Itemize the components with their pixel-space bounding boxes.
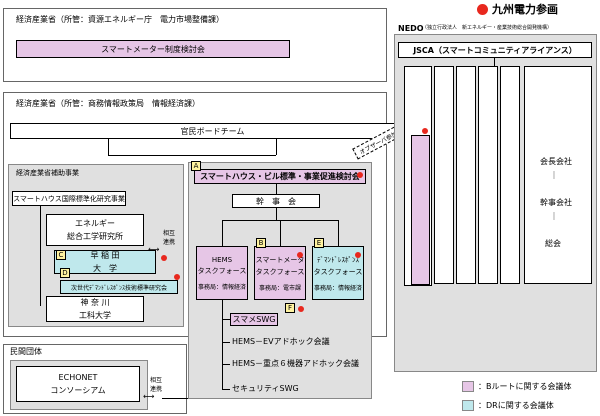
swg-connector [222, 342, 230, 343]
participation-dot [174, 274, 180, 280]
participation-dot [161, 255, 167, 261]
participation-dot [357, 172, 363, 178]
waseda-university: 早 稲 田 大 学 [54, 250, 156, 274]
smartmeter-tf-line2: タスクフォース [255, 267, 305, 276]
meti-energy-header: 経済産業省（所管：資源エネルギー庁 電力市場整備課） [16, 15, 224, 24]
legend-b-route-swatch [462, 381, 474, 392]
general-meeting: 総会 [545, 239, 561, 248]
meti-commerce-header: 経済産業省（所管：商務情報政策局 情報経済課） [16, 99, 200, 108]
committee-connector [338, 220, 339, 246]
legend-participation: 九州電力参画 [492, 3, 558, 16]
jsca-connector [494, 58, 495, 66]
legend-dr: ：DRに関する会議体 [478, 401, 554, 410]
tag-d: D [60, 268, 70, 278]
nedo-bar-2 [434, 66, 454, 284]
dash-2: ｜ [550, 212, 558, 221]
tag-a: A [191, 161, 201, 171]
nedo-bar-5 [500, 66, 520, 284]
participation-dot [298, 306, 304, 312]
smartmeter-tf-office: 事務局：電市課 [258, 284, 301, 292]
mutual-left-line2: 連携 [163, 239, 176, 246]
echonet-connector [162, 398, 188, 399]
kanagawa-line2: 工科大学 [79, 311, 111, 320]
swg-connector [222, 364, 230, 365]
bidirectional-arrow-icon: ⟷ [148, 245, 160, 254]
nedo-bar-3 [456, 66, 476, 284]
legend-dr-swatch [462, 400, 474, 411]
swg-connector [222, 319, 230, 320]
dr-tf-line1: ﾃﾞﾏﾝﾄﾞﾚｽﾎﾟﾝｽ [317, 255, 359, 264]
committee-connector [222, 220, 223, 390]
main-committee-title: スマートハウス・ビル標準・事業促進検討会 [194, 169, 366, 184]
hems-tf-office: 事務局：情報経済 [197, 283, 246, 291]
smart-meter-meeting: スマートメーター制度検討会 [16, 40, 290, 58]
dr-tf-office: 事務局：情報経済 [313, 284, 362, 292]
swg-security: セキュリティSWG [232, 384, 299, 393]
private-header: 民間団体 [10, 347, 42, 356]
nedo-header-sub: （独立行政法人 新エネルギー・産業技術総合開発機構） [422, 25, 553, 31]
tag-e: E [314, 238, 324, 248]
tag-c: C [56, 250, 66, 260]
board-team: 官民ボードチーム [10, 123, 415, 139]
legend-participation-dot [477, 4, 488, 15]
dr-tf-line2: タスクフォース [313, 267, 363, 276]
smarthouse-research: スマートハウス国際標準化研究事業 [12, 191, 126, 206]
tag-b: B [256, 238, 266, 248]
swg-hems-ev: HEMS－EVアドホック会議 [232, 337, 330, 346]
mutual-bottom-line2: 連携 [150, 386, 163, 393]
nedo-members-box [524, 66, 592, 284]
hems-tf-line2: タスクフォース [197, 266, 247, 275]
echonet-line1: ECHONET [58, 372, 98, 382]
tag-f: F [285, 303, 295, 313]
dash-1: ｜ [550, 171, 558, 180]
committee-connector [276, 184, 277, 194]
dr-research-group: 次世代ﾃﾞﾏﾝﾄﾞﾚｽﾎﾟﾝｽ技術標準研究会 [60, 280, 178, 294]
participation-dot [422, 128, 428, 134]
echonet-consortium: ECHONET コンソーシアム [16, 366, 140, 402]
nedo-header-main: NEDO [398, 24, 424, 33]
energy-institute-line2: 総合工学研究所 [67, 232, 123, 241]
executive-company: 幹事会社 [540, 198, 572, 207]
nedo-bar-4 [478, 66, 498, 284]
committee-connector [280, 220, 281, 246]
mutual-bottom-line1: 相互 [150, 377, 163, 384]
secretariat: 幹 事 会 [232, 194, 320, 208]
mutual-left-line1: 相互 [163, 230, 176, 237]
waseda-line1: 早 稲 田 [90, 251, 120, 260]
jsca: JSCA（スマートコミュニティアライアンス） [398, 42, 592, 58]
kanagawa-university: 神 奈 川 工科大学 [46, 296, 144, 322]
board-connector [108, 139, 109, 155]
hems-tf-line1: HEMS [211, 255, 233, 264]
hems-task-force: HEMS タスクフォース 事務局：情報経済 [196, 246, 248, 300]
participation-dot [355, 252, 361, 258]
waseda-line2: 大 学 [93, 264, 117, 273]
kanagawa-line1: 神 奈 川 [80, 298, 110, 307]
chair-company: 会長会社 [540, 157, 572, 166]
legend-b-route: ：Bルートに関する会議体 [478, 382, 572, 391]
board-connector [108, 155, 276, 156]
subsidy-header: 経済産業省補助事業 [16, 169, 79, 177]
subsidy-connector [40, 206, 41, 306]
swg-smartmeter: スマメSWG [230, 313, 278, 326]
energy-institute-line1: エネルギー [75, 219, 115, 228]
energy-institute: エネルギー 総合工学研究所 [46, 214, 144, 246]
swg-connector [222, 389, 230, 390]
board-connector [276, 139, 277, 155]
nedo-bar-participating [411, 135, 430, 285]
swg-hems-six-devices: HEMS－重点６機器アドホック会議 [232, 359, 360, 368]
smartmeter-tf-line1: スマートメータ [255, 255, 305, 264]
participation-dot [297, 252, 303, 258]
bidirectional-arrow-icon: ⟷ [143, 392, 155, 401]
echonet-line2: コンソーシアム [50, 385, 106, 395]
committee-connector [276, 208, 277, 220]
